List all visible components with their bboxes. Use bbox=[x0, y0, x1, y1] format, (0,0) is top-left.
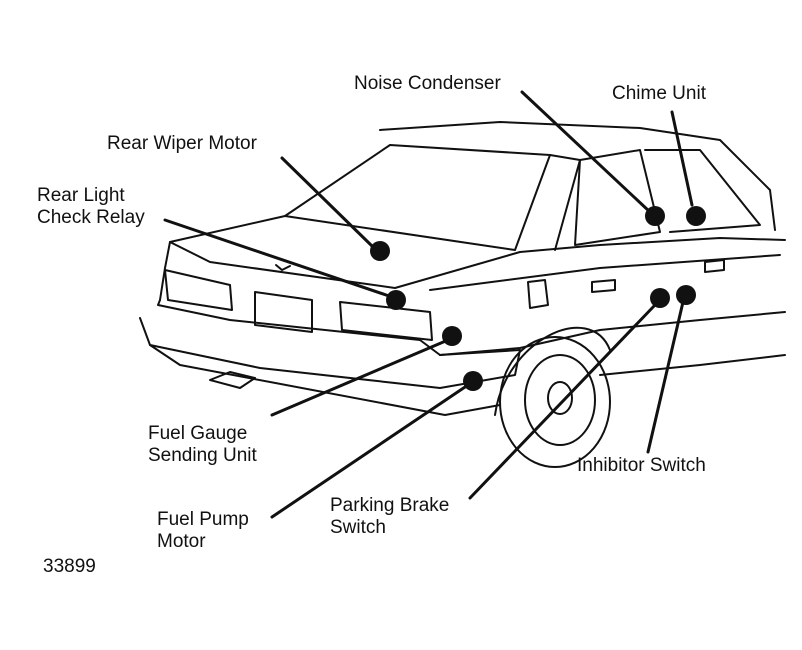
body-beltline bbox=[429, 254, 781, 291]
leader-noise-condenser bbox=[520, 90, 652, 214]
tail-light-left bbox=[164, 269, 233, 311]
trunk-edge bbox=[159, 241, 171, 301]
dot-rear-wiper-motor bbox=[370, 241, 390, 261]
label-rear-light-check-relay: Rear Light Check Relay bbox=[37, 185, 145, 228]
body-rocker bbox=[599, 354, 786, 376]
label-fuel-gauge-sending-unit: Fuel Gauge Sending Unit bbox=[148, 423, 257, 466]
dot-fuel-gauge-sending-unit bbox=[442, 326, 462, 346]
leader-parking-brake-switch bbox=[468, 303, 657, 500]
rear-rim bbox=[524, 354, 596, 446]
rear-tire bbox=[499, 336, 611, 468]
label-parking-brake-switch: Parking Brake Switch bbox=[330, 495, 450, 538]
label-rear-wiper-motor: Rear Wiper Motor bbox=[107, 133, 257, 154]
label-inhibitor-switch: Inhibitor Switch bbox=[577, 455, 706, 476]
label-noise-condenser: Noise Condenser bbox=[354, 73, 501, 94]
door-handle-rear bbox=[591, 279, 616, 293]
leader-rear-wiper-motor bbox=[280, 156, 374, 248]
rear-door-window bbox=[574, 149, 661, 246]
exhaust-pipe bbox=[209, 371, 256, 389]
dot-chime-unit bbox=[686, 206, 706, 226]
door-handle-front bbox=[704, 259, 725, 273]
leader-chime-unit bbox=[670, 110, 694, 207]
label-chime-unit: Chime Unit bbox=[612, 83, 706, 104]
label-fuel-pump-motor: Fuel Pump Motor bbox=[157, 509, 249, 552]
leader-fuel-gauge-sending-unit bbox=[270, 338, 450, 417]
rear-bumper bbox=[139, 317, 521, 389]
trunk-lid bbox=[169, 215, 521, 289]
tail-light-right bbox=[339, 301, 433, 341]
rear-window-outline bbox=[284, 144, 551, 251]
dot-fuel-pump-motor bbox=[463, 371, 483, 391]
leader-rear-light-check-relay bbox=[163, 218, 394, 299]
dot-rear-light-check-relay bbox=[386, 290, 406, 310]
rear-hub bbox=[547, 381, 573, 415]
trunk-emblem bbox=[275, 264, 291, 271]
leader-inhibitor-switch bbox=[646, 300, 685, 454]
dot-noise-condenser bbox=[645, 206, 665, 226]
front-door-window bbox=[644, 149, 761, 233]
car-roof-outline bbox=[379, 121, 776, 231]
license-plate bbox=[254, 291, 313, 333]
figure-number: 33899 bbox=[43, 556, 96, 577]
dot-parking-brake-switch bbox=[650, 288, 670, 308]
leader-fuel-pump-motor bbox=[270, 383, 470, 519]
body-lower bbox=[439, 311, 786, 356]
rear-face bbox=[157, 299, 441, 356]
bumper-bottom bbox=[149, 344, 501, 416]
fuel-door bbox=[527, 279, 549, 309]
body-side-top bbox=[519, 237, 786, 253]
dot-inhibitor-switch bbox=[676, 285, 696, 305]
